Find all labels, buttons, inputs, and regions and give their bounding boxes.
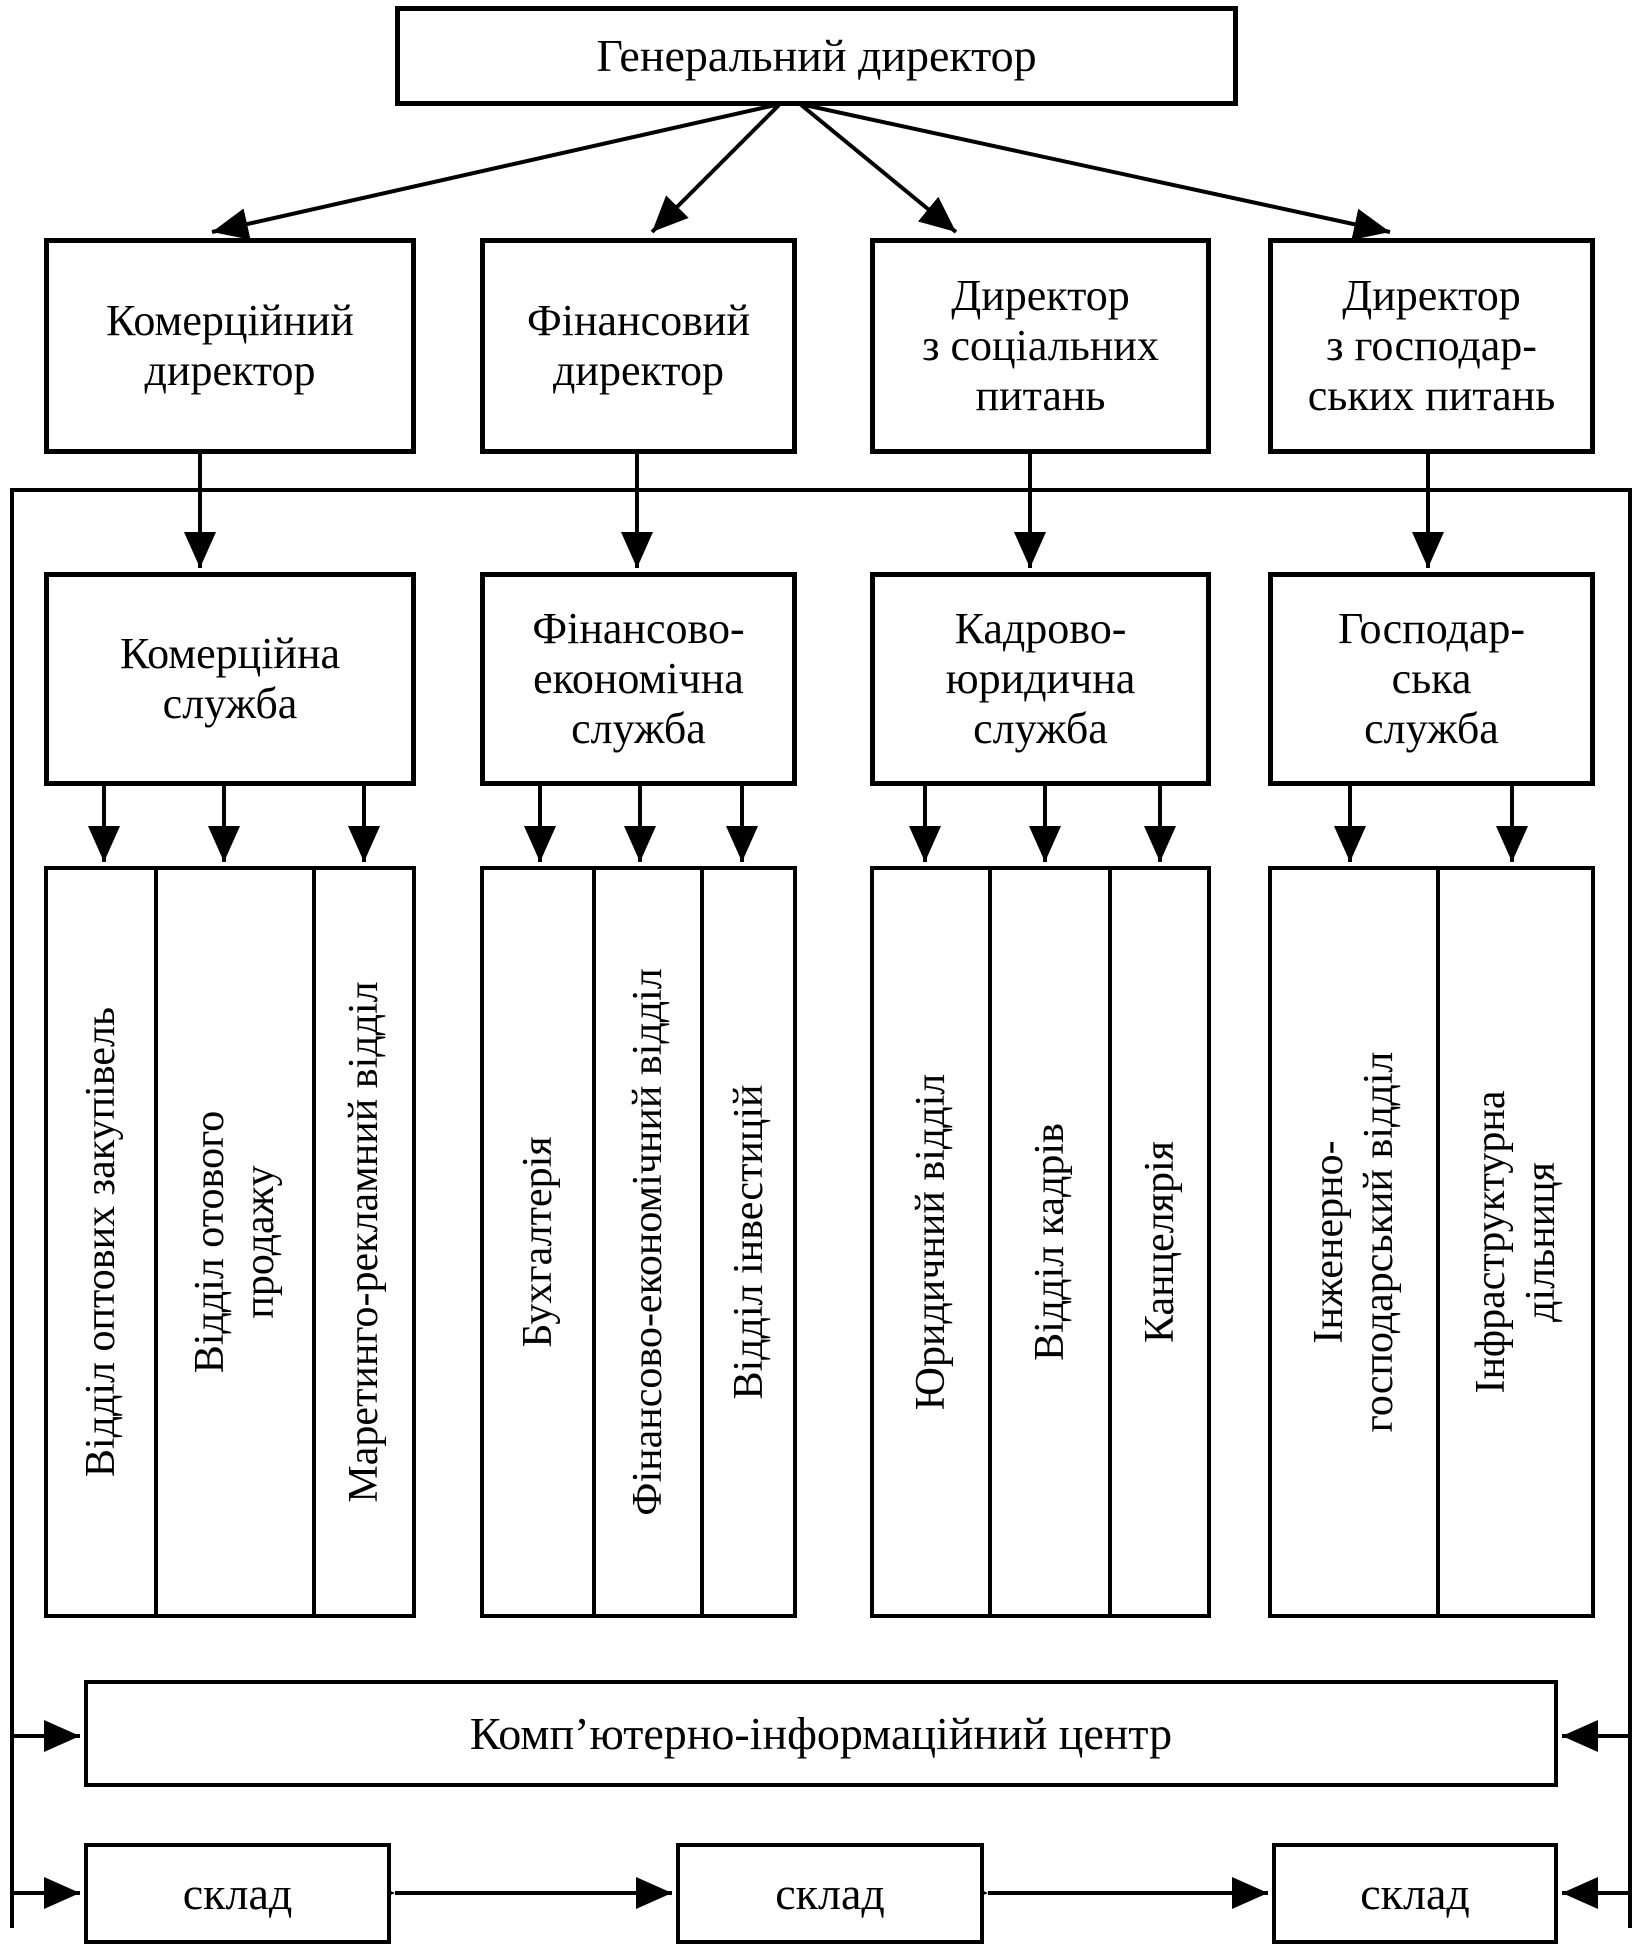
dept-financial-economic-label: Фінансово-економічний відділ (625, 968, 671, 1516)
dept-engineering-label: Інженерно- господарський відділ (1306, 1051, 1402, 1433)
dept-engineering: Інженерно- господарський відділ (1272, 870, 1436, 1614)
dept-chancellery: Канцелярія (1108, 870, 1207, 1614)
economic-director-label: Директор з господар- ських питань (1307, 271, 1556, 420)
financial-director-box: Фінансовий директор (480, 238, 797, 454)
warehouse-label-3: склад (1360, 1867, 1470, 1919)
computer-center-box: Комп’ютерно-інформаційний центр (84, 1680, 1558, 1787)
warehouse-label-1: склад (182, 1867, 293, 1919)
economic-service-label: Господар- ська служба (1337, 604, 1526, 753)
dept-infrastructure: Інфраструктурна дільниця (1436, 870, 1591, 1614)
arrow-gd-commercial (211, 102, 781, 240)
warehouse-box-3: склад (1272, 1843, 1558, 1944)
social-director-box: Директор з соціальних питань (870, 238, 1211, 454)
general-director-label: Генеральний директор (596, 30, 1037, 81)
commercial-director-label: Комерційний директор (106, 296, 354, 395)
dept-marketing-label: Маретинго-рекламний відділ (341, 981, 387, 1503)
dept-investments-label: Відділ інвестицій (725, 1084, 772, 1400)
dept-financial-economic: Фінансово-економічний відділ (592, 870, 700, 1614)
hr-legal-departments-group: Юридичний відділ Відділ кадрів Канцелярі… (870, 866, 1211, 1618)
hr-legal-service-label: Кадрово- юридична служба (945, 604, 1136, 753)
hr-legal-service-box: Кадрово- юридична служба (870, 572, 1211, 786)
financial-service-label: Фінансово- економічна служба (532, 604, 745, 753)
dept-wholesale-sales-label: Відділ отового продажу (187, 1110, 283, 1374)
dept-accounting: Бухгалтерія (484, 870, 592, 1614)
economic-director-box: Директор з господар- ських питань (1268, 238, 1595, 454)
dept-investments: Відділ інвестицій (700, 870, 793, 1614)
commercial-departments-group: Відділ оптових закупівель Відділ отового… (44, 866, 416, 1618)
economic-service-box: Господар- ська служба (1268, 572, 1595, 786)
general-director-box: Генеральний директор (395, 6, 1238, 106)
dept-legal: Юридичний відділ (874, 870, 988, 1614)
arrow-gd-financial (650, 102, 782, 234)
arrow-gd-social (798, 102, 958, 234)
warehouse-box-1: склад (84, 1843, 391, 1944)
commercial-service-box: Комерційна служба (44, 572, 416, 786)
dept-chancellery-label: Канцелярія (1136, 1141, 1183, 1343)
dept-personnel-label: Відділ кадрів (1027, 1123, 1073, 1361)
financial-departments-group: Бухгалтерія Фінансово-економічний відділ… (480, 866, 797, 1618)
dept-legal-label: Юридичний відділ (908, 1073, 954, 1411)
commercial-service-label: Комерційна служба (119, 629, 341, 728)
dept-infrastructure-label: Інфраструктурна дільниця (1467, 1090, 1564, 1394)
dept-marketing: Маретинго-рекламний відділ (312, 870, 412, 1614)
warehouse-box-2: склад (676, 1843, 984, 1944)
dept-wholesale-purchases-label: Відділ оптових закупівель (78, 1006, 124, 1478)
financial-director-label: Фінансовий директор (526, 296, 750, 395)
arrow-gd-economic (799, 102, 1391, 241)
computer-center-label: Комп’ютерно-інформаційний центр (469, 1707, 1173, 1759)
economic-departments-group: Інженерно- господарський відділ Інфрастр… (1268, 866, 1595, 1618)
outer-frame (10, 488, 1632, 1928)
dept-personnel: Відділ кадрів (988, 870, 1108, 1614)
warehouse-label-2: склад (775, 1867, 885, 1919)
financial-service-box: Фінансово- економічна служба (480, 572, 797, 786)
dept-wholesale-purchases: Відділ оптових закупівель (48, 870, 154, 1614)
social-director-label: Директор з соціальних питань (922, 271, 1159, 420)
dept-accounting-label: Бухгалтерія (515, 1136, 561, 1348)
dept-wholesale-sales: Відділ отового продажу (154, 870, 312, 1614)
commercial-director-box: Комерційний директор (44, 238, 416, 454)
